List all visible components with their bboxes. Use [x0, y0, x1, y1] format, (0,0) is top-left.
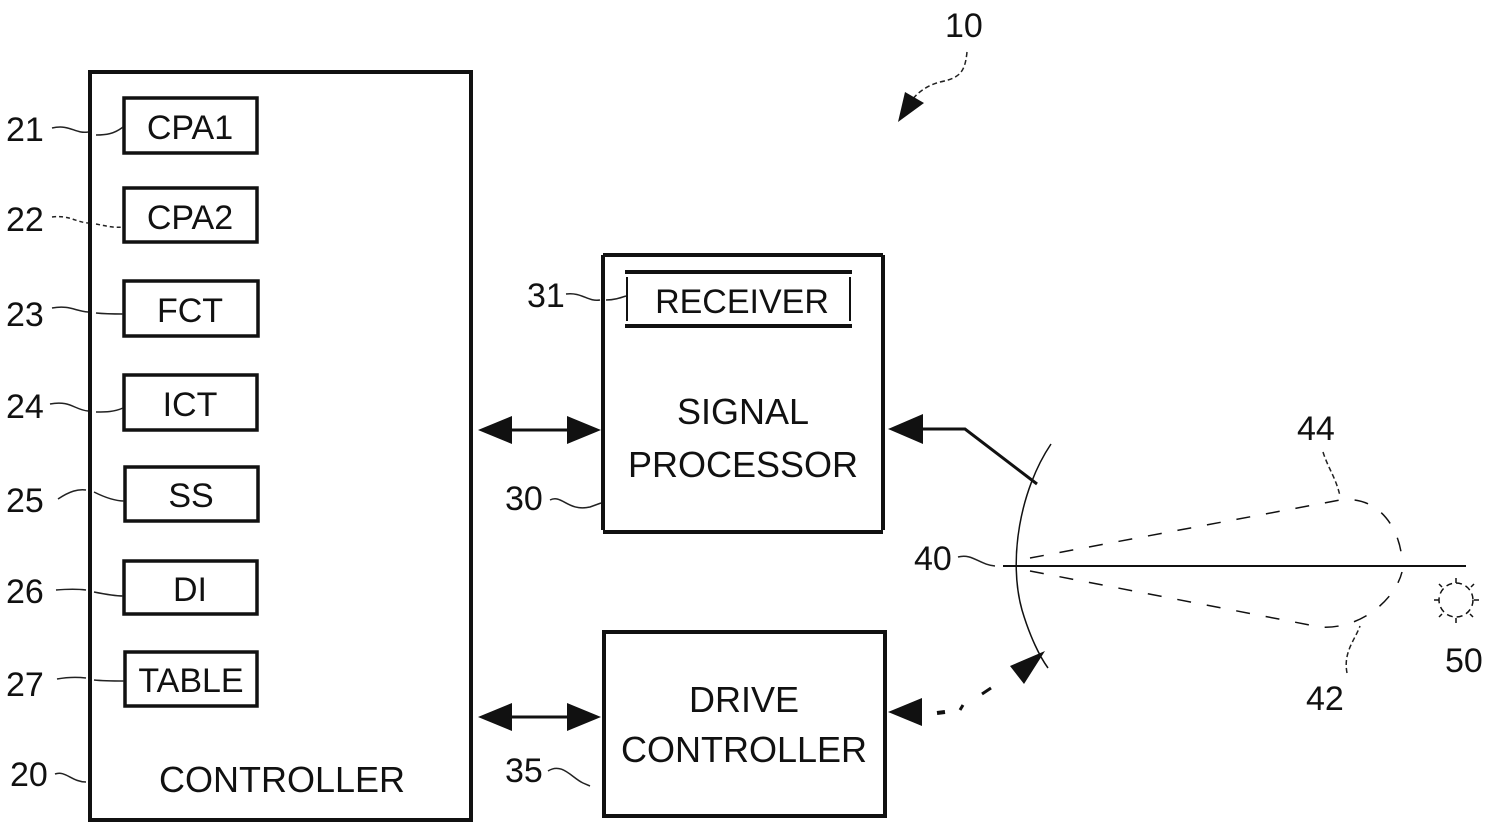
- dash-segment: [981, 686, 992, 696]
- controller-drive-controller-link: [478, 703, 601, 731]
- signal-processor-label-line2: PROCESSOR: [628, 444, 858, 485]
- module-fct: FCT 23: [6, 279, 260, 338]
- drive-antenna-link: [888, 651, 1045, 726]
- drive-controller-ref-leader: [547, 767, 591, 787]
- arrow-right-icon: [567, 416, 601, 444]
- module-cpa2: CPA2 22: [6, 186, 259, 244]
- module-box: [122, 186, 259, 244]
- controller-ref: 20: [10, 756, 48, 794]
- arrow-left-icon: [478, 416, 512, 444]
- module-leader: [49, 402, 124, 413]
- module-box: [122, 96, 259, 155]
- module-ref: 22: [6, 201, 44, 239]
- controller-block: CONTROLLER 20: [10, 70, 473, 822]
- module-ict: ICT 24: [6, 373, 259, 432]
- module-box: [123, 650, 259, 708]
- module-box: [123, 465, 260, 523]
- signal-processor-ref-leader: [549, 498, 602, 509]
- beam-upper-lobe: [1029, 498, 1403, 561]
- module-leader: [51, 306, 124, 315]
- module-ref: 27: [6, 666, 44, 704]
- module-label: FCT: [157, 292, 223, 330]
- module-ref: 21: [6, 111, 44, 149]
- target: 50: [1434, 578, 1483, 680]
- target-rays: [1434, 578, 1479, 623]
- module-box: [122, 279, 260, 338]
- signal-processor-frame: [601, 253, 885, 534]
- beam-lower-ref: 42: [1306, 680, 1344, 718]
- dash-segment: [958, 704, 965, 711]
- module-ss: SS 25: [6, 465, 260, 523]
- target-ref: 50: [1445, 642, 1483, 680]
- beam-lower-lobe: [1029, 570, 1403, 628]
- module-box: [122, 559, 259, 616]
- antenna-dish: [1015, 443, 1052, 669]
- controller-signal-processor-link: [478, 416, 601, 444]
- module-ref: 23: [6, 296, 44, 334]
- beam-upper-leader: [1322, 451, 1341, 497]
- module-label: SS: [168, 477, 213, 515]
- antenna: 40: [914, 443, 1466, 669]
- signal-processor-label-line1: SIGNAL: [677, 391, 809, 432]
- figure-ref-leader: [911, 51, 968, 101]
- receiver-ref: 31: [527, 277, 565, 315]
- module-ref: 24: [6, 388, 44, 426]
- module-leader: [56, 676, 125, 682]
- dash-segment: [936, 710, 946, 715]
- module-leader: [51, 215, 124, 228]
- signal-processor-block: SIGNAL PROCESSOR 30 RECEIVER 31: [505, 253, 885, 534]
- module-cpa1: CPA1 21: [6, 96, 259, 155]
- beam-pattern: 44 42: [1029, 410, 1403, 718]
- antenna-signal-link: [888, 414, 1038, 486]
- controller-ref-leader: [54, 772, 87, 783]
- module-label: CPA2: [147, 199, 233, 237]
- antenna-ref: 40: [914, 540, 952, 578]
- module-ref: 25: [6, 482, 44, 520]
- module-ref: 26: [6, 573, 44, 611]
- module-box: [122, 373, 259, 432]
- arrow-left-icon: [888, 698, 922, 726]
- controller-label: CONTROLLER: [159, 759, 405, 800]
- module-label: ICT: [163, 386, 218, 424]
- receiver-label: RECEIVER: [655, 283, 829, 321]
- signal-processor-ref: 30: [505, 480, 543, 518]
- module-leader: [57, 489, 125, 502]
- module-table: TABLE 27: [6, 650, 259, 708]
- figure-ref-arrow-icon: [898, 92, 924, 122]
- arrow-right-icon: [567, 703, 601, 731]
- receiver-ref-leader: [565, 293, 627, 301]
- target-icon: [1438, 582, 1474, 618]
- module-label: TABLE: [138, 662, 243, 700]
- module-label: CPA1: [147, 109, 233, 147]
- arrow-up-right-icon: [1010, 651, 1045, 684]
- antenna-ref-leader: [957, 555, 996, 567]
- controller-frame: [88, 70, 473, 822]
- arrow-left-icon: [888, 414, 923, 444]
- drive-controller-label-line1: DRIVE: [689, 679, 799, 720]
- module-leader: [55, 588, 124, 597]
- beam-lower-leader: [1345, 625, 1361, 674]
- module-leader: [51, 126, 124, 136]
- arrow-left-icon: [478, 703, 512, 731]
- module-label: DI: [173, 571, 207, 609]
- beam-upper-ref: 44: [1297, 410, 1335, 448]
- figure-ref-10: 10: [945, 7, 983, 45]
- receiver-block: RECEIVER 31: [527, 270, 852, 328]
- drive-controller-label-line2: CONTROLLER: [621, 729, 867, 770]
- module-di: DI 26: [6, 559, 259, 616]
- drive-controller-block: DRIVE CONTROLLER 35: [505, 630, 887, 818]
- link-line: [920, 427, 1038, 486]
- drive-controller-frame: [602, 630, 887, 818]
- drive-controller-ref: 35: [505, 752, 543, 790]
